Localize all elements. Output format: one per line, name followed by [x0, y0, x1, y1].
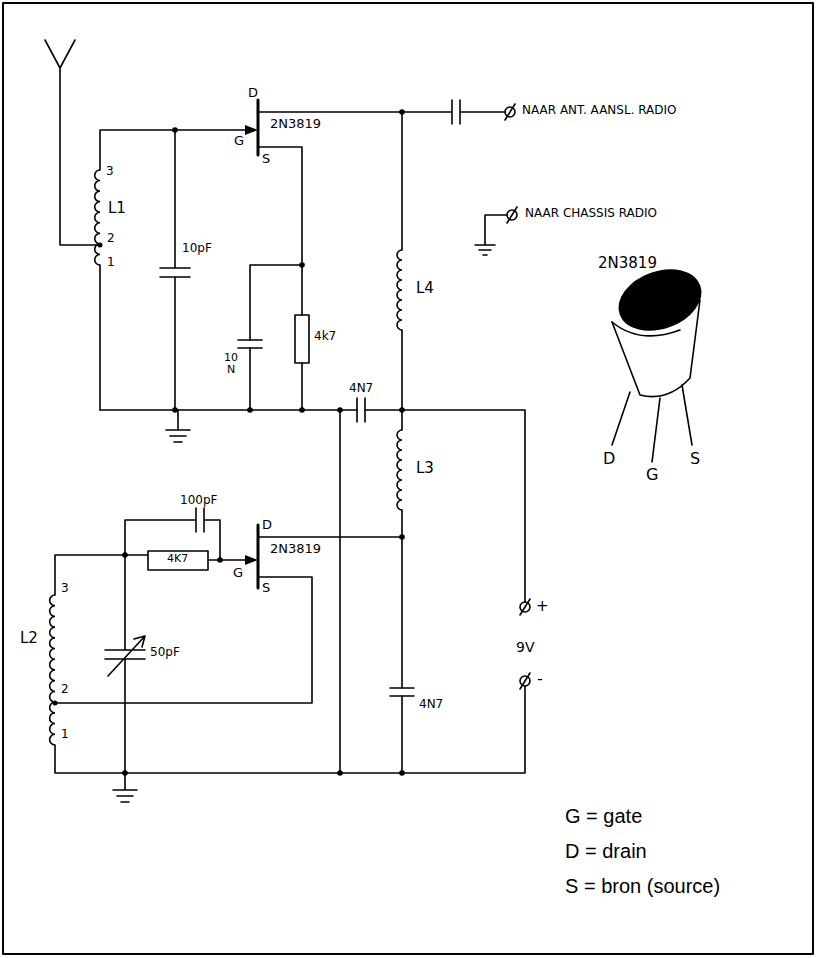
supply-label: +	[536, 598, 549, 615]
wire	[55, 537, 402, 703]
capacitor-symbol	[160, 130, 190, 410]
junction-dot	[337, 770, 343, 776]
capacitor-symbol	[402, 100, 505, 124]
pin-name: D	[262, 518, 272, 532]
tap-number: 2	[107, 232, 115, 245]
coil-l4	[397, 250, 402, 330]
junction-dot	[217, 557, 223, 563]
part-name: L4	[416, 280, 434, 297]
supply-label: 9V	[516, 640, 534, 655]
part-name: 2N3819	[598, 255, 657, 272]
junction-dot	[337, 407, 343, 413]
transistor-package	[611, 259, 709, 340]
coil-l2	[50, 595, 55, 745]
resistor-symbol	[295, 315, 309, 363]
tap-number: 3	[106, 165, 114, 178]
coil-l1	[95, 170, 100, 265]
frame	[3, 3, 813, 954]
legend-note: D = drain	[565, 840, 647, 862]
pin-name: G	[646, 466, 658, 484]
tap-number: 2	[61, 683, 69, 696]
tap-number: 1	[107, 256, 115, 269]
component-value: 4N7	[349, 382, 373, 395]
component-value: 4K7	[167, 553, 188, 565]
junction-dot	[399, 109, 405, 115]
terminal	[520, 673, 530, 689]
component-value: 4N7	[419, 698, 443, 711]
capacitor-symbol	[238, 340, 262, 348]
junction-dot	[299, 262, 305, 268]
component-value: 10 N	[222, 352, 240, 376]
wire	[401, 112, 403, 410]
ground-symbol	[166, 410, 190, 442]
component-value: 10pF	[182, 242, 212, 255]
capacitor-symbol	[357, 398, 365, 422]
junction-dot	[122, 552, 128, 558]
fet-channel	[257, 525, 260, 588]
junction-dot	[399, 534, 405, 540]
junction-dot	[122, 770, 128, 776]
part-name: 2N3819	[270, 542, 321, 556]
component-value: 50pF	[150, 646, 180, 659]
gate-arrow	[245, 125, 258, 135]
wire	[250, 112, 402, 410]
terminal-label: NAAR ANT. AANSL. RADIO	[522, 104, 677, 117]
antenna	[45, 40, 100, 245]
junction-dot	[247, 407, 253, 413]
junction-dot	[299, 407, 305, 413]
coil-l3	[397, 430, 402, 510]
pin-name: D	[603, 450, 615, 468]
transistor-leg	[612, 385, 692, 462]
component-value: 4k7	[314, 330, 336, 343]
variable-capacitor	[105, 555, 145, 773]
wire	[401, 410, 403, 773]
legend-note: G = gate	[565, 805, 642, 827]
junction-dot	[172, 127, 178, 133]
capacitor-symbol	[390, 688, 414, 696]
part-name: 2N3819	[270, 117, 321, 131]
legend-note: S = bron (source)	[565, 875, 720, 897]
junction-dot	[399, 407, 405, 413]
part-name: L3	[416, 460, 434, 477]
part-name: L1	[108, 200, 126, 217]
gate-arrow	[245, 555, 258, 565]
resistor-symbol	[148, 551, 208, 570]
part-name: L2	[20, 630, 38, 647]
component-value: 100pF	[180, 494, 217, 507]
supply-label: -	[537, 670, 543, 688]
junction-dot	[399, 770, 405, 776]
junction-dot	[172, 407, 178, 413]
pin-name: S	[690, 450, 700, 468]
terminal	[505, 104, 515, 120]
tap-number: 3	[61, 582, 69, 595]
ground-symbol	[113, 773, 137, 802]
wire	[100, 130, 250, 410]
terminal-label: NAAR CHASSIS RADIO	[525, 207, 657, 220]
tap-number: 1	[61, 728, 69, 741]
pin-name: D	[248, 86, 258, 100]
terminal	[507, 207, 517, 223]
pin-name: S	[262, 581, 270, 595]
pin-name: G	[234, 134, 244, 148]
ground-symbol	[475, 215, 507, 255]
pin-name: G	[233, 566, 243, 580]
terminal	[520, 599, 530, 615]
pin-name: S	[262, 152, 270, 166]
